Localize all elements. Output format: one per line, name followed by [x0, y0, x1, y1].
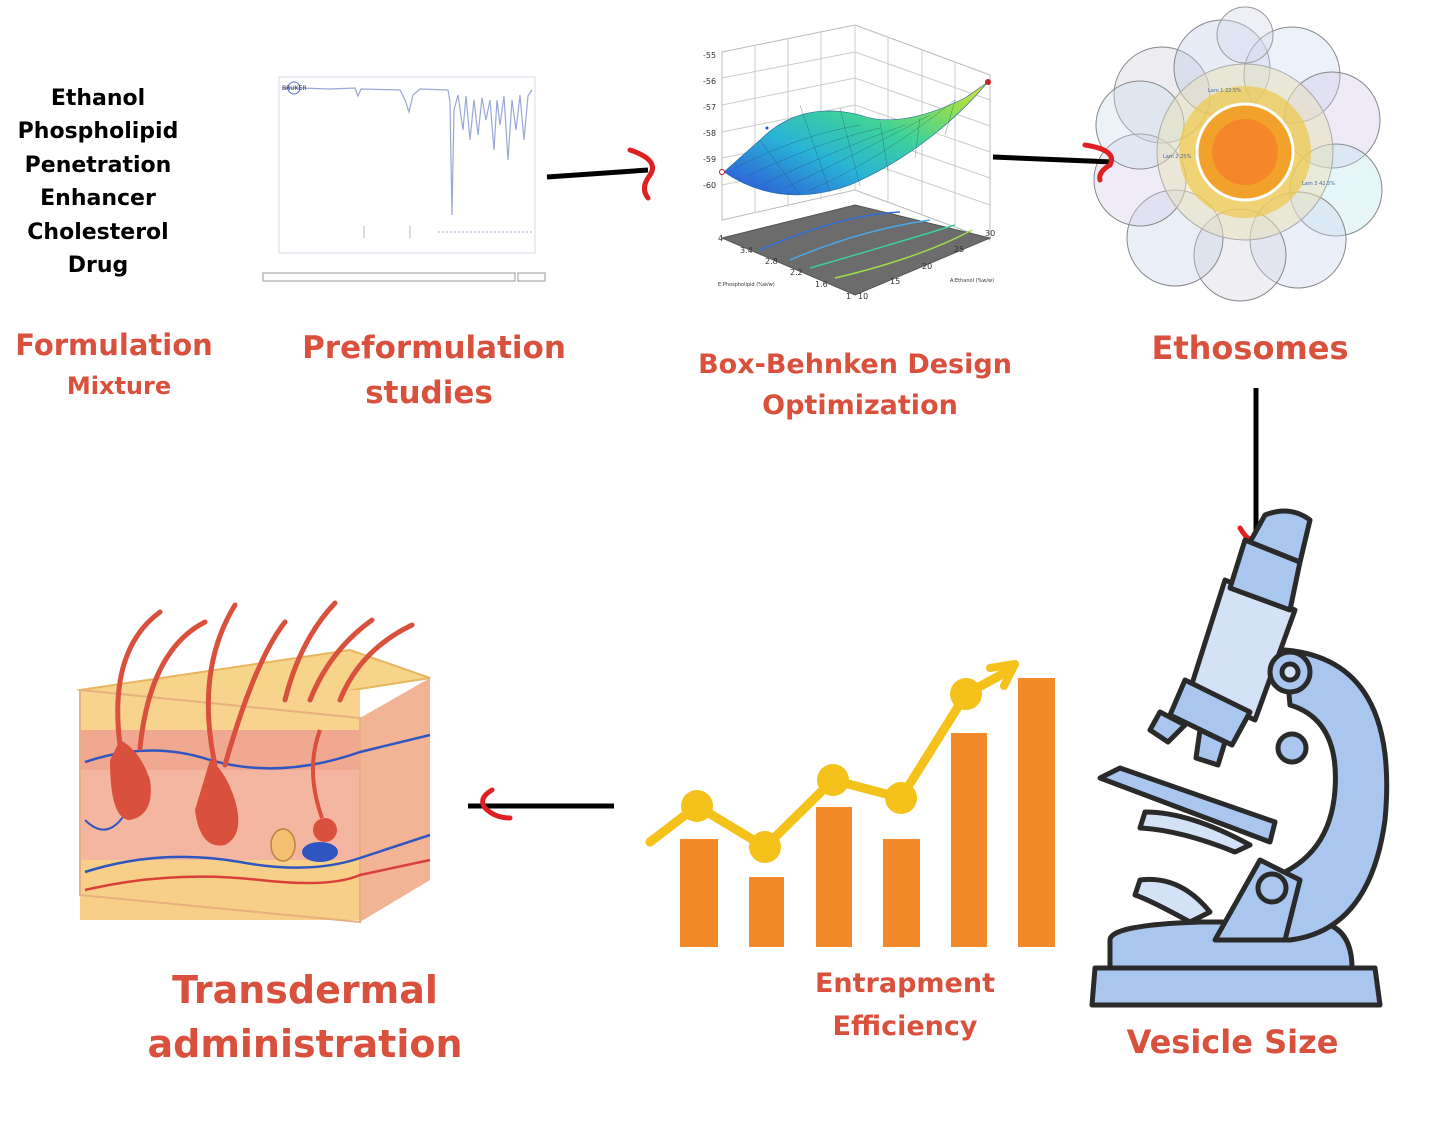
x-tick: 2.2	[790, 268, 803, 277]
bbd-label: Box-Behnken Design	[698, 349, 1012, 380]
y-tick: 30	[985, 229, 995, 238]
ethosomes-label: Ethosomes	[1151, 329, 1349, 367]
ingredient-item: Penetration	[24, 152, 172, 178]
vesicle-label: Lam 2 25%	[1163, 154, 1191, 160]
formulation-label: Formulation	[15, 328, 213, 362]
bar	[883, 839, 920, 947]
administration-label: administration	[147, 1022, 463, 1066]
vesicle-label: Lam 3 42.5%	[1302, 181, 1335, 187]
ingredient-item: Phospholipid	[17, 119, 179, 145]
bar	[680, 839, 718, 947]
arrow-preformulation-to-bbd	[546, 147, 655, 201]
bar-chart-icon	[645, 660, 1055, 947]
bruker-logo: BRUKER	[282, 85, 307, 92]
ingredient-item: Enhancer	[40, 186, 156, 212]
efficiency-label: Efficiency	[832, 1011, 978, 1042]
entrapment-label: Entrapment	[814, 968, 995, 999]
ingredient-item: Cholesterol	[27, 219, 169, 245]
x-axis-label: E:Phospholipid (%w/w)	[718, 282, 775, 288]
arrow-bbd-to-ethosomes	[992, 142, 1114, 183]
y-tick: 10	[858, 292, 868, 301]
bar	[816, 807, 852, 947]
x-tick: 1.6	[815, 280, 828, 289]
skin-cross-section-icon	[76, 600, 431, 924]
ingredient-list: Ethanol Phospholipid Penetration Enhance…	[0, 82, 196, 282]
y-tick: 20	[922, 262, 932, 271]
arrow-to-transdermal	[468, 787, 614, 821]
z-tick: -55	[703, 51, 716, 60]
z-tick: -60	[703, 181, 716, 190]
z-tick: -59	[703, 155, 716, 164]
y-axis-label: A:Ethanol (%w/w)	[950, 278, 994, 284]
surface-plot-icon: -55 -56 -57 -58 -59 -60 4 3.4 2.8 2.2 1.…	[703, 24, 995, 301]
trend-point	[885, 782, 917, 814]
vesicle-size-label: Vesicle Size	[1126, 1023, 1339, 1061]
ir-spectrum-icon: BRUKER	[262, 76, 546, 282]
trend-point	[681, 790, 713, 822]
transdermal-label: Transdermal	[172, 968, 438, 1012]
preformulation-label: Preformulation	[302, 330, 566, 366]
x-tick: 1	[846, 292, 851, 301]
y-tick: 25	[954, 245, 964, 254]
bar	[1018, 678, 1055, 947]
trend-point	[749, 831, 781, 863]
bar	[951, 733, 987, 947]
vesicle-label: Lam 1 22.5%	[1208, 88, 1241, 94]
mixture-label: Mixture	[66, 372, 172, 400]
x-tick: 2.8	[765, 257, 778, 266]
x-tick: 3.4	[740, 246, 753, 255]
trend-point	[817, 764, 849, 796]
studies-label: studies	[365, 375, 493, 411]
ingredient-item: Drug	[67, 253, 129, 279]
z-tick: -57	[703, 103, 716, 112]
optimization-label: Optimization	[762, 390, 958, 421]
z-tick: -56	[703, 77, 716, 86]
z-tick: -58	[703, 129, 716, 138]
trend-point	[950, 678, 982, 710]
ingredient-item: Ethanol	[50, 86, 146, 111]
x-tick: 4	[718, 234, 723, 243]
microscope-icon	[1089, 508, 1390, 1008]
vesicle-icon: Lam 1 22.5% Lam 2 25% Lam 3 42.5%	[1093, 6, 1383, 302]
y-tick: 15	[890, 277, 900, 286]
bar	[749, 877, 784, 947]
